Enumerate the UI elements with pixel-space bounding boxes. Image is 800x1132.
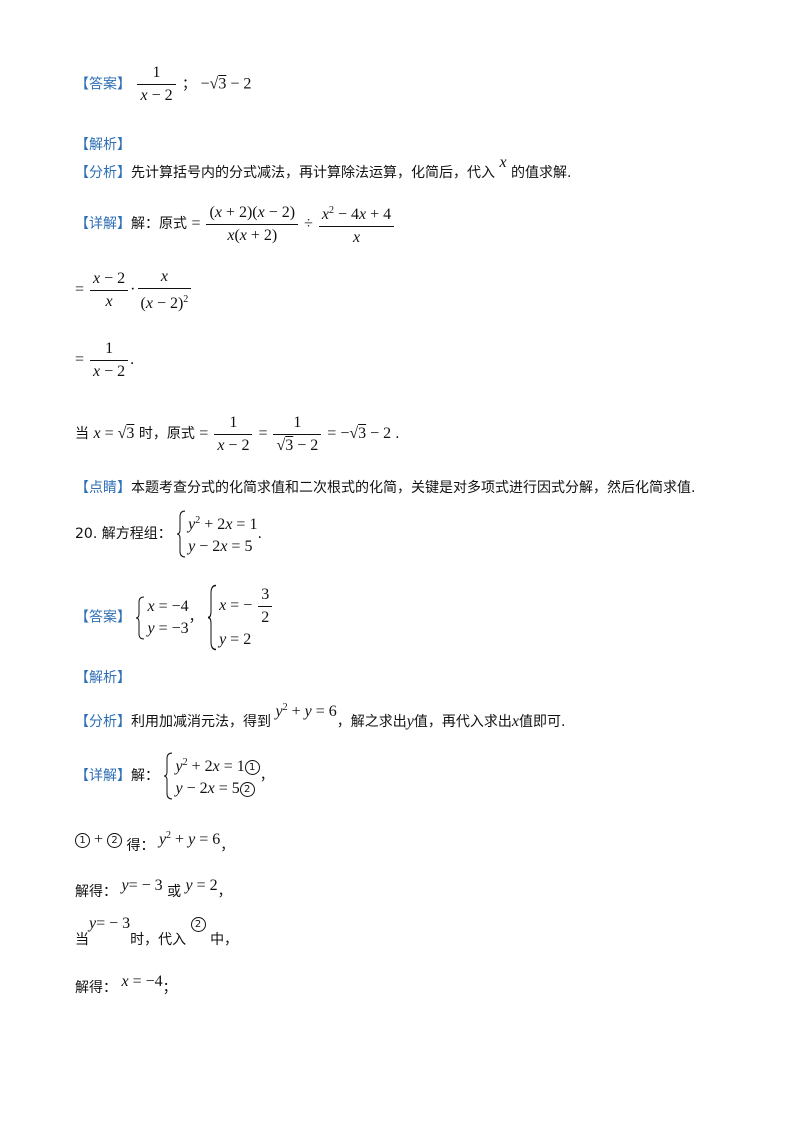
period: . xyxy=(130,351,135,369)
comma: ， xyxy=(217,884,232,900)
q20-question: 20. 解方程组： y2 + 2x = 1 y − 2x = 5 . xyxy=(75,510,262,558)
q20-solve-y-line: 解得： y= − 3 或 y = 2， xyxy=(75,877,232,900)
q20-add-line: 1 + 2 得： y2 + y = 6， xyxy=(75,826,234,854)
q20-detail-text: 解： xyxy=(131,768,159,784)
answer-tag: 【答案】 xyxy=(75,609,131,626)
q19-then: 时，原式 xyxy=(138,426,195,443)
answer-tag: 【答案】 xyxy=(75,76,131,93)
semicolon: ； xyxy=(162,980,177,996)
q20-analysis-line: 【分析】利用加减消元法，得到 y2 + y = 6，解之求出y值，再代入求出x值… xyxy=(75,702,566,730)
q19-when: 当 xyxy=(75,426,89,443)
comment-tag: 【点睛】 xyxy=(75,480,131,496)
q20-analysis-mid: ，解之求出 xyxy=(336,714,407,730)
q19-detail-text: 解：原式 xyxy=(131,216,187,233)
answer-separator: ； xyxy=(182,76,197,93)
circled-one: 1 xyxy=(244,760,260,775)
circled-two: 2 xyxy=(107,833,123,848)
q20-jiede: 解得： xyxy=(75,884,117,900)
q19-analysis-line: 【分析】先计算括号内的分式减法，再计算除法运算，化简后，代入 x 的值求解. xyxy=(75,154,572,183)
q20-solve-x-line: 解得： x = −4； xyxy=(75,973,177,996)
circled-two: 2 xyxy=(239,782,255,797)
q20-or: 或 xyxy=(167,884,182,900)
comma: ， xyxy=(188,609,203,626)
comma: ， xyxy=(259,768,274,784)
circled-two: 2 xyxy=(190,917,206,932)
q19-analysis-text: 先计算括号内的分式减法，再计算除法运算，化简后，代入 xyxy=(131,165,495,181)
q20-title: 20. 解方程组： xyxy=(75,526,172,542)
q20-substitute-line: 当y= − 3时，代入 2 中， xyxy=(75,915,239,948)
comma: ， xyxy=(220,838,235,854)
q20-analysis-mid2: 值，再代入求出 xyxy=(413,714,512,730)
fenxi-tag: 【分析】 xyxy=(75,165,131,181)
q20-analysis-tag: 【解析】 xyxy=(75,670,131,686)
q20-jiede: 解得： xyxy=(75,980,117,996)
q20-de: 得： xyxy=(126,838,155,854)
answer-value: −√3 − 2 xyxy=(200,75,252,93)
dot: · xyxy=(130,281,136,299)
q20-answer-1: x = −4 y = −3 xyxy=(135,596,189,640)
detail-tag: 【详解】 xyxy=(75,768,131,784)
q20-zhong: 中， xyxy=(210,932,239,948)
q20-shi-dairu: 时，代入 xyxy=(130,932,187,948)
fenxi-tag: 【分析】 xyxy=(75,714,131,730)
q19-comment-text: 本题考查分式的化简求值和二次根式的化简，关键是对多项式进行因式分解，然后化简求值… xyxy=(131,480,696,496)
q20-var-x: x xyxy=(511,713,519,730)
q19-analysis-tail: 的值求解. xyxy=(511,165,572,181)
q20-analysis-tail: 值即可. xyxy=(518,714,566,730)
q20-var-y: y xyxy=(406,713,414,730)
detail-tag: 【详解】 xyxy=(75,216,131,233)
q19-detail-line: 【详解】解：原式 = (x + 2)(x − 2)x(x + 2) ÷ x2 −… xyxy=(75,200,396,249)
q19-analysis-var: x xyxy=(499,154,507,171)
q19-analysis-tag: 【解析】 xyxy=(75,137,131,153)
period: . xyxy=(395,426,400,443)
q20-system: y2 + 2x = 1 y − 2x = 5 xyxy=(176,510,257,558)
circled-one: 1 xyxy=(75,833,90,848)
q19-comment-line: 【点睛】本题考查分式的化简求值和二次根式的化简，关键是对多项式进行因式分解，然后… xyxy=(75,478,695,498)
q20-analysis-text: 利用加减消元法，得到 xyxy=(131,714,271,730)
period: . xyxy=(257,526,262,542)
q20-dang: 当 xyxy=(75,932,89,948)
